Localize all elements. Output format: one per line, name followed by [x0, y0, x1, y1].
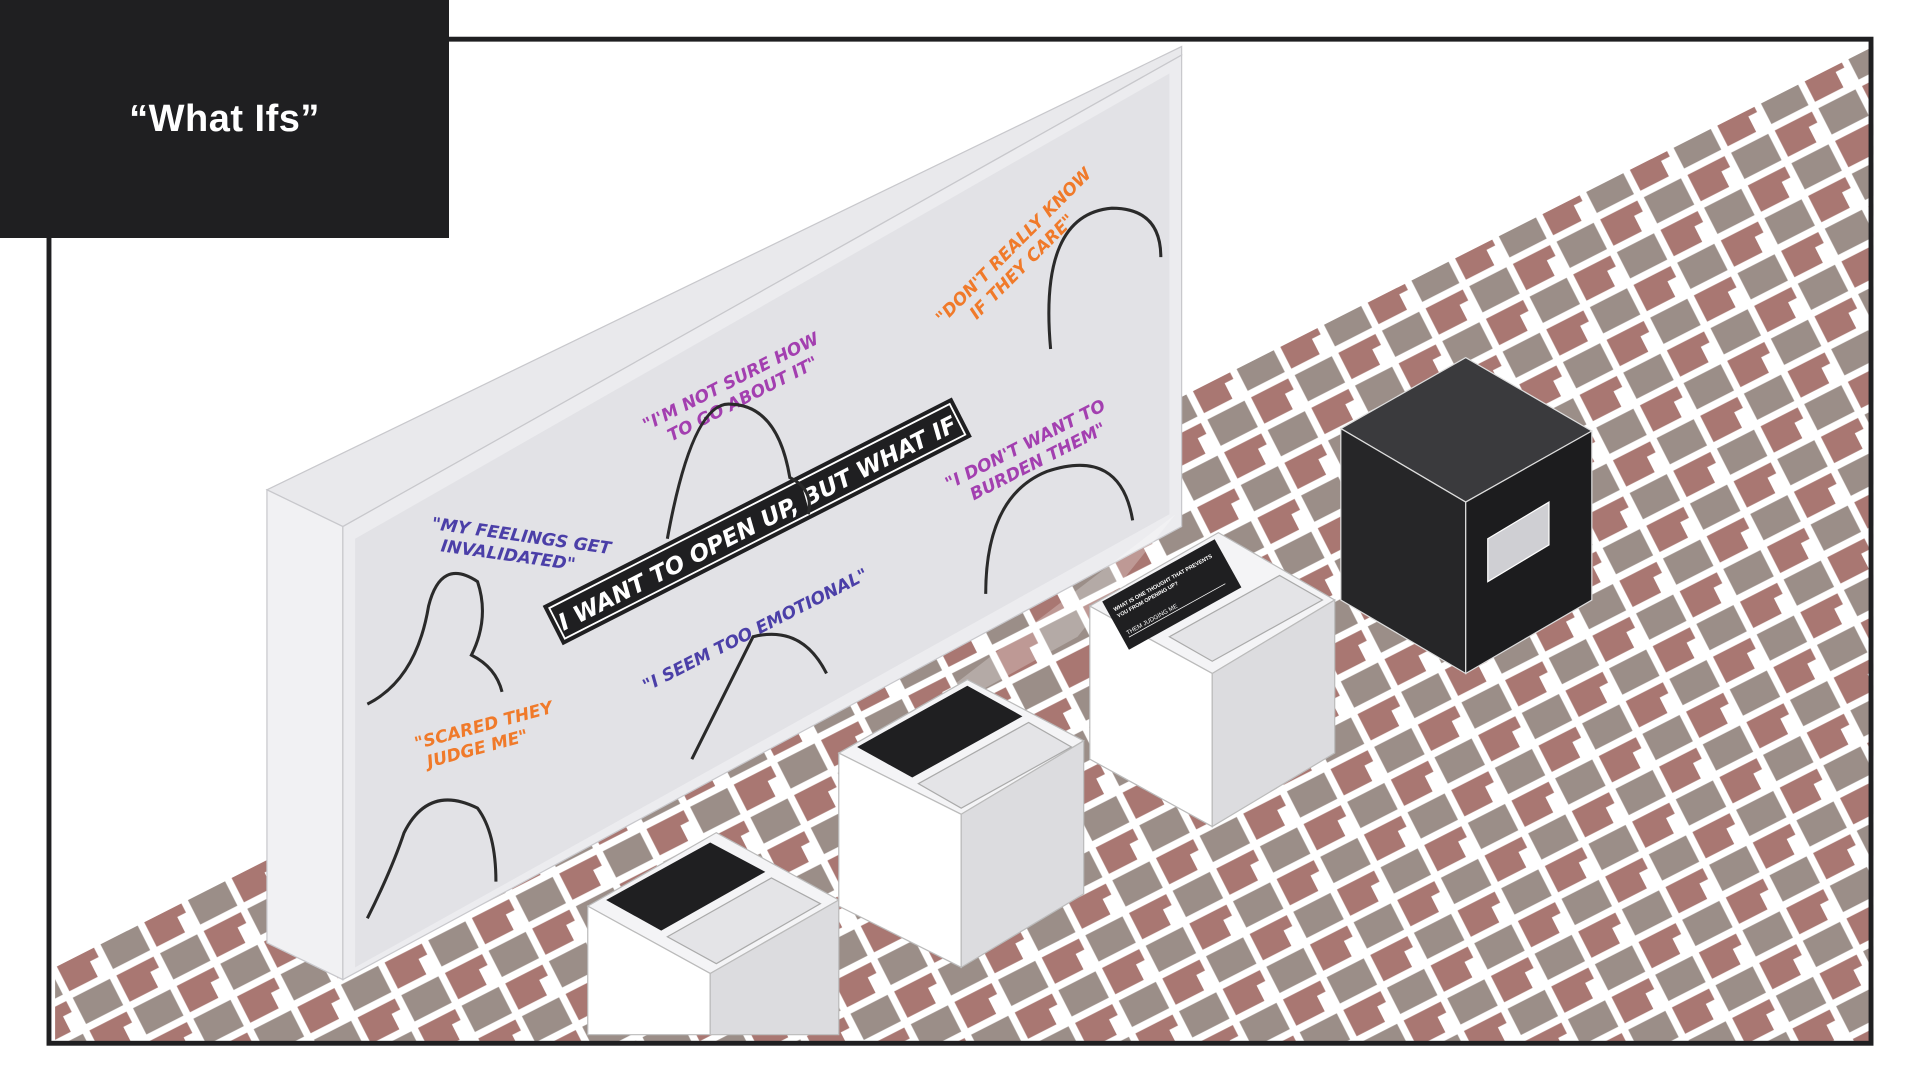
title-box: “What Ifs” [0, 0, 449, 238]
pedestal-2 [837, 678, 1085, 969]
frame-border [46, 36, 1874, 1046]
keyboard [1168, 574, 1324, 662]
display-panel [1487, 500, 1550, 583]
pedestal-1 [586, 831, 841, 1036]
page-title: “What Ifs” [129, 97, 320, 140]
black-cube-booth [1339, 356, 1594, 675]
ghost-figures [365, 206, 1163, 920]
projector-beam [685, 514, 1176, 931]
